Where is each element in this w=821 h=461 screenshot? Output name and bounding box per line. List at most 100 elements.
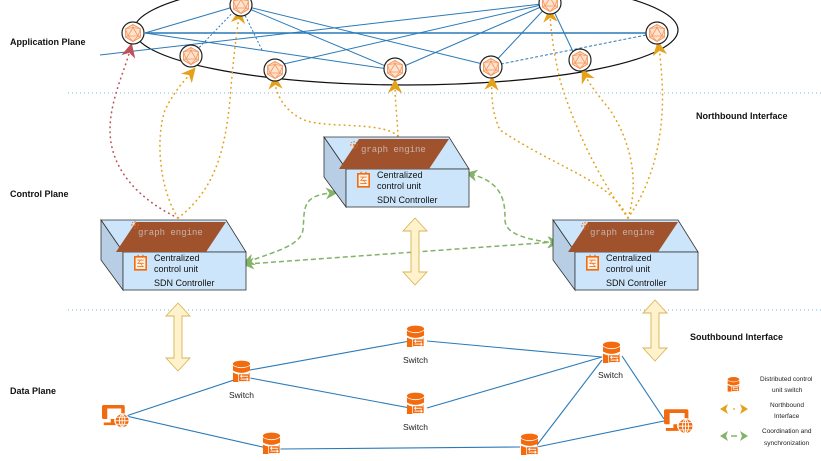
centralized-label-line1: Centralized (606, 253, 652, 263)
switch-s5[interactable] (262, 432, 281, 455)
graph-engine-panel (568, 222, 678, 252)
centralized-label-line2: control unit (377, 181, 422, 191)
app-link (99, 2, 551, 56)
control-plane-label: Control Plane (10, 189, 69, 199)
app-link (490, 2, 551, 67)
switch-s3[interactable]: Switch (403, 392, 428, 432)
coordination-arrows (242, 169, 560, 270)
app-node-icon[interactable] (229, 0, 253, 17)
centralized-label-line2: control unit (606, 264, 651, 274)
legend-label: Distributed control (760, 376, 813, 383)
switch-s4[interactable]: Switch (598, 341, 623, 380)
dp-link (426, 356, 603, 409)
legend-northbound-arrow-icon (720, 404, 748, 414)
graph-engine-label: graph engine (138, 228, 203, 238)
host-computer-globe-icon[interactable] (664, 408, 694, 434)
legend: Distributed control unit switch Northbou… (720, 376, 813, 447)
sdn-controller-label: SDN Controller (154, 278, 215, 288)
legend-label: synchronization (764, 440, 810, 447)
app-node-icon[interactable] (383, 57, 407, 81)
coord-left-center (242, 187, 338, 266)
centralized-label-line1: Centralized (154, 253, 200, 263)
nb-arrow-left-to-a3 (159, 67, 196, 219)
switch-icon (232, 360, 251, 383)
switch-icon (602, 341, 621, 364)
graph-engine-panel (116, 222, 226, 252)
switch-label: Switch (403, 355, 428, 365)
nb-arrow-left-to-a1 (109, 43, 179, 219)
app-link (490, 32, 657, 67)
northbound-arrows (109, 7, 668, 219)
legend-label: unit switch (772, 387, 803, 394)
app-link (394, 2, 551, 71)
dp-link (621, 355, 665, 420)
legend-label: Northbound (770, 402, 804, 409)
dp-link (536, 359, 603, 446)
app-link (239, 4, 492, 67)
southbound-arrows (164, 217, 669, 372)
app-link (144, 32, 396, 71)
app-node-icon[interactable] (479, 55, 503, 79)
switch-icon (262, 432, 281, 455)
graph-engine-label: graph engine (361, 145, 426, 155)
coord-left-right (242, 236, 560, 270)
switch-s1[interactable]: Switch (229, 360, 254, 400)
northbound-interface-label: Northbound Interface (696, 111, 788, 121)
legend-coordination-arrow-icon (720, 431, 748, 441)
switch-label: Switch (598, 370, 623, 380)
app-nodes (121, 0, 669, 82)
app-link (144, 4, 241, 34)
control-unit-icon (586, 254, 599, 271)
sbi-arrow-right (641, 299, 669, 362)
nb-arrow-right-to-a7 (543, 7, 629, 219)
app-link (274, 2, 551, 67)
dp-link (536, 420, 665, 448)
switch-label: Switch (403, 422, 428, 432)
app-node-icon[interactable] (263, 58, 287, 82)
centralized-label-line2: control unit (154, 264, 199, 274)
control-unit-icon (134, 254, 147, 271)
dp-link (125, 415, 268, 449)
switch-icon (520, 433, 539, 456)
legend-label: Coordination and (762, 428, 812, 435)
app-node-icon[interactable] (568, 48, 592, 72)
graph-engine-label: graph engine (590, 228, 655, 238)
nb-arrow-left-to-a2 (177, 8, 246, 219)
switch-icon (406, 392, 425, 415)
app-node-icon[interactable] (179, 44, 203, 68)
switch-label: Switch (229, 390, 254, 400)
nb-arrow-right-to-a8 (581, 68, 634, 219)
app-link (239, 4, 396, 71)
sbi-arrow-left (164, 302, 192, 372)
switch-s2[interactable]: Switch (403, 325, 428, 365)
sdn-controller-left[interactable]: graph engine Centralized control unit SD… (100, 218, 247, 292)
legend-distributed-switch-icon (727, 376, 740, 393)
centralized-label-line1: Centralized (377, 170, 423, 180)
app-mesh-links (99, 2, 657, 71)
legend-label: Interface (774, 413, 800, 420)
dp-link (249, 340, 411, 371)
dp-link (249, 377, 411, 409)
control-unit-icon (357, 171, 370, 188)
switch-icon (406, 325, 425, 348)
sbi-arrow-center (401, 217, 429, 286)
graph-engine-panel (339, 139, 449, 169)
app-node-icon[interactable] (645, 21, 669, 45)
nb-arrow-center-to-a4 (268, 74, 399, 137)
sdn-controller-label: SDN Controller (606, 278, 667, 288)
southbound-interface-label: Southbound Interface (690, 332, 783, 342)
nb-arrow-center-to-a5 (387, 78, 403, 137)
coord-center-right (465, 169, 560, 249)
app-node-icon[interactable] (121, 21, 145, 45)
dp-link (426, 340, 603, 358)
data-plane-links (125, 340, 665, 450)
sdn-controller-right[interactable]: graph engine Centralized control unit SD… (552, 218, 699, 292)
switch-s6[interactable] (520, 433, 539, 456)
nb-arrow-right-to-a6 (484, 75, 629, 219)
data-plane-label: Data Plane (10, 386, 56, 396)
dp-link (125, 377, 241, 417)
host-computer-globe-icon[interactable] (102, 404, 130, 428)
dp-link (279, 446, 521, 450)
sdn-controller-center[interactable]: graph engine Centralized control unit SD… (323, 135, 470, 209)
